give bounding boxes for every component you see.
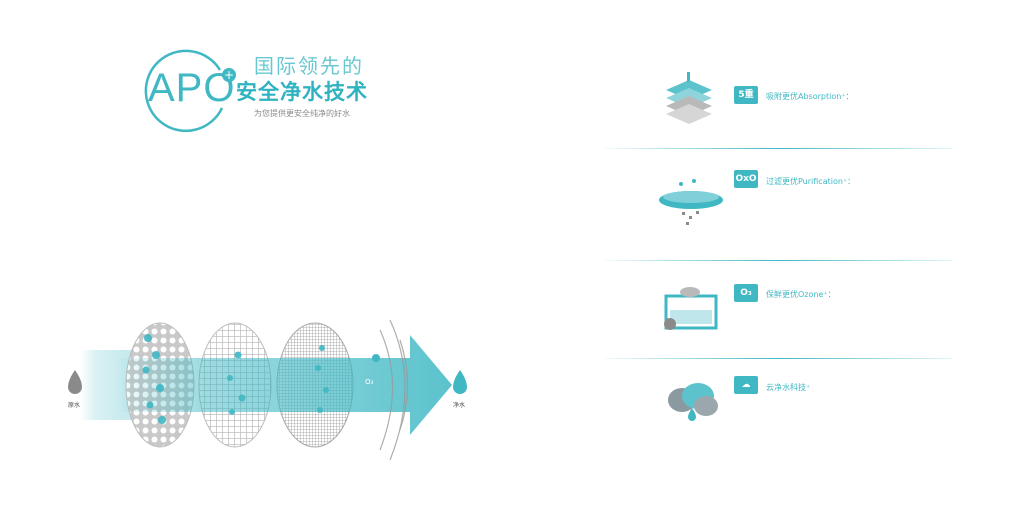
logo-ring	[144, 49, 224, 133]
headline-primary: 国际领先的	[254, 54, 364, 78]
headline-subtitle: 为您提供更安全纯净的好水	[254, 109, 350, 118]
divider-2	[604, 260, 952, 261]
logo-plus-icon: +	[222, 68, 236, 82]
ozone-icon: O₃	[734, 284, 758, 302]
divider-3	[604, 358, 952, 359]
ozone-label: O₃	[365, 378, 374, 386]
feature-purification: 过滤更优Purification⁺：	[766, 177, 856, 186]
divider-1	[604, 148, 952, 149]
five-layer-filter-illustration	[666, 72, 712, 124]
filter-icon: OxO	[734, 170, 758, 188]
feature-absorption: 吸附更优Absorption⁺：	[766, 92, 854, 101]
ozone-fresh-illustration	[664, 287, 718, 330]
five-layer-icon: 5重	[734, 86, 758, 104]
logo-text: APO	[148, 66, 236, 110]
headline-secondary: 安全净水技术	[236, 80, 368, 104]
filtration-diagram	[68, 319, 467, 461]
filtration-illustration: 原水 净水 O₃	[60, 300, 480, 470]
feature-ozone: 保鲜更优Ozone⁺：	[766, 290, 836, 299]
output-water-label: 净水	[453, 402, 466, 409]
input-water-label: 原水	[68, 402, 81, 409]
purification-illustration	[659, 179, 723, 225]
cloud-icon: ☁	[734, 376, 758, 394]
apo-logo	[144, 48, 232, 136]
feature-cloud: 云净水科技⁺	[766, 383, 811, 392]
cloud-technology-illustration	[668, 383, 718, 421]
